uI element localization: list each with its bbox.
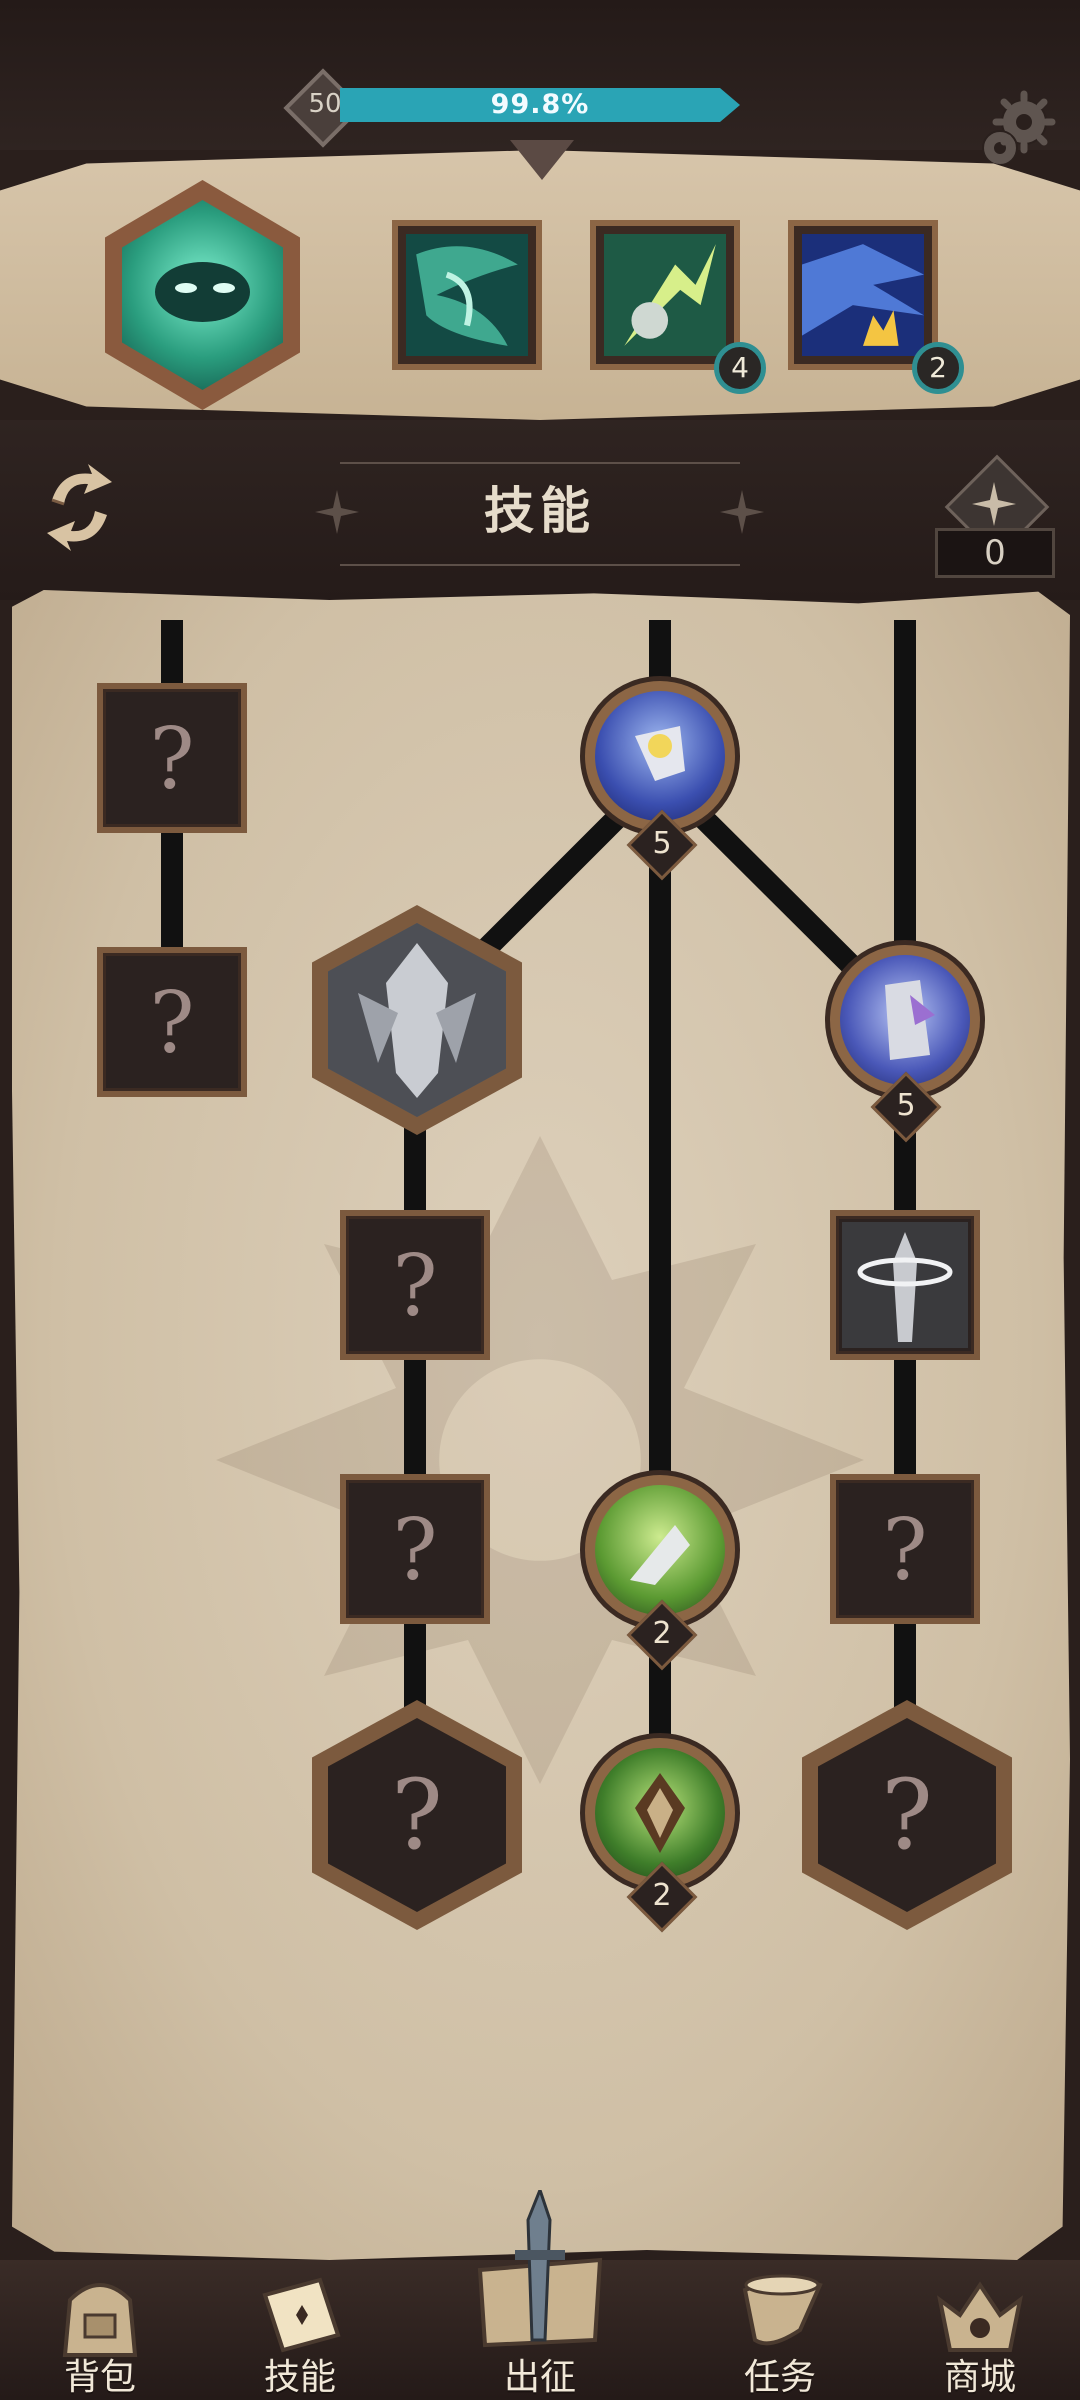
xp-progress-text: 99.8%: [490, 89, 590, 120]
skill-node-locked[interactable]: ?: [97, 683, 247, 833]
nav-label: 任务: [743, 2357, 816, 2398]
hero-eye-right: [213, 283, 235, 293]
frost-crown-skill-icon: [802, 234, 924, 356]
skill-header-band: [0, 420, 1080, 600]
hero-face: [155, 262, 250, 322]
nav-shop[interactable]: 商城: [900, 2270, 1060, 2400]
hero-eye-left: [175, 283, 197, 293]
question-mark-icon: ?: [882, 1501, 928, 1599]
title-star-right-icon: [720, 490, 764, 534]
skill-points-count: 0: [935, 528, 1055, 578]
green-blade-icon: [630, 1525, 690, 1585]
backpack-icon: [62, 2283, 138, 2357]
equipped-skill-tornado[interactable]: [392, 220, 542, 370]
skill-book-icon: [262, 2277, 341, 2353]
sword-map-icon: [477, 2190, 603, 2348]
skill-node-locked[interactable]: ?: [340, 1474, 490, 1624]
leaf-shield-icon: [635, 1773, 685, 1853]
skill-count-badge: 4: [714, 342, 766, 394]
nav-label: 技能: [263, 2357, 336, 2398]
skill-level: 2: [652, 1616, 672, 1651]
frost-warrior-icon: [885, 980, 935, 1060]
question-mark-icon: ?: [391, 1759, 443, 1871]
refresh-icon[interactable]: [32, 460, 127, 555]
skill-node-locked-hex[interactable]: ?: [312, 1700, 522, 1930]
nav-label: 商城: [943, 2357, 1016, 2398]
nav-skills[interactable]: 技能: [220, 2270, 380, 2400]
settings-gear-icon[interactable]: [968, 88, 1058, 178]
skill-point-star-icon: [972, 482, 1016, 526]
wind-blade-skill-icon: [604, 234, 726, 356]
ice-knight-icon: [635, 726, 685, 781]
skill-node-locked[interactable]: ?: [97, 947, 247, 1097]
skill-level: 5: [896, 1088, 916, 1123]
nav-quests[interactable]: 任务: [700, 2270, 860, 2400]
skill-node-green-blade[interactable]: [580, 1470, 740, 1630]
question-mark-icon: ?: [392, 1501, 438, 1599]
skill-node-ice-knight[interactable]: [580, 676, 740, 836]
page-title: 技能: [484, 482, 596, 540]
top-status-bar: [0, 0, 1080, 150]
skill-node-locked[interactable]: ?: [830, 1474, 980, 1624]
nav-expedition[interactable]: 出征: [460, 2190, 620, 2400]
halo-sword-icon: [842, 1222, 968, 1348]
question-mark-icon: ?: [392, 1237, 438, 1335]
nav-label: 背包: [63, 2357, 136, 2398]
nav-label: 出征: [503, 2357, 576, 2398]
horn-icon: [742, 2274, 823, 2346]
tornado-skill-icon: [406, 234, 528, 356]
skill-node-locked[interactable]: ?: [340, 1210, 490, 1360]
equipped-skill-frost-crown[interactable]: 2: [788, 220, 964, 394]
player-level: 50: [308, 89, 342, 119]
title-frame: [340, 462, 740, 566]
question-mark-icon: ?: [149, 710, 195, 808]
shop-crown-icon: [937, 2281, 1023, 2352]
crystal-armor-icon: [328, 923, 506, 1117]
skill-level: 5: [652, 826, 672, 861]
equipped-skill-wind-blade[interactable]: 4: [590, 220, 766, 394]
skill-node-locked-hex[interactable]: ?: [802, 1700, 1012, 1930]
title-star-left-icon: [315, 490, 359, 534]
skill-node-halo-sword[interactable]: [830, 1210, 980, 1360]
skill-count-badge: 2: [912, 342, 964, 394]
xp-progress-bar: [340, 88, 740, 122]
question-mark-icon: ?: [881, 1759, 933, 1871]
background-emblem-icon: [216, 1136, 864, 1784]
skill-level: 2: [652, 1878, 672, 1913]
nav-backpack[interactable]: 背包: [20, 2270, 180, 2400]
question-mark-icon: ?: [149, 974, 195, 1072]
